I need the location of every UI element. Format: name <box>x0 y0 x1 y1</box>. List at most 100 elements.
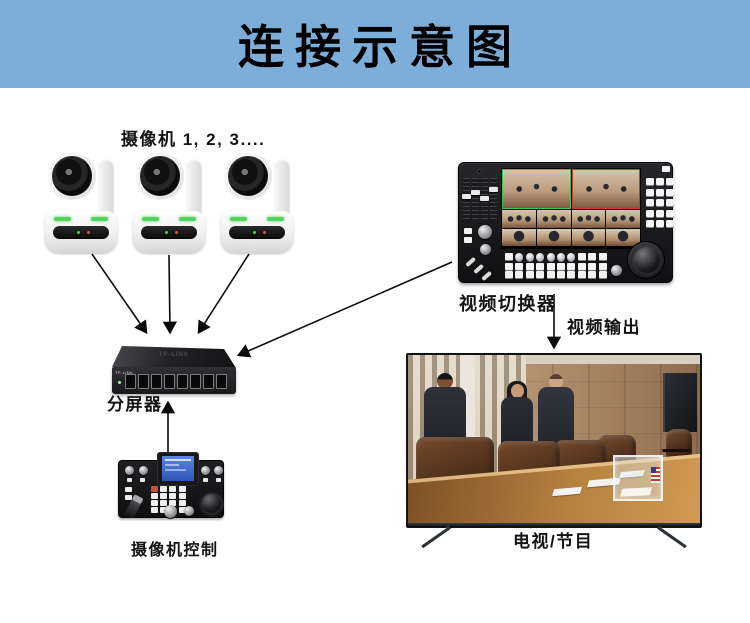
ethernet-port-icon <box>138 374 149 389</box>
person-head <box>549 374 563 389</box>
ballot-box <box>613 455 663 501</box>
multiview-row <box>502 210 640 228</box>
keypad-button <box>656 220 664 228</box>
switcher-small-button <box>662 166 670 172</box>
bus-button <box>567 271 576 279</box>
switcher-audio-section <box>462 168 499 281</box>
multiview-screen <box>501 168 641 249</box>
keypad-button <box>666 220 674 228</box>
controller-button <box>169 493 177 499</box>
camera-base <box>221 211 293 253</box>
controller-button <box>178 500 186 506</box>
controller-button <box>178 493 186 499</box>
keypad-button <box>656 188 664 196</box>
rotary-knob-icon <box>201 466 210 475</box>
keypad-button <box>656 209 664 217</box>
rotary-knob-icon <box>139 466 148 475</box>
wall-display <box>663 373 697 432</box>
controller-button <box>160 486 168 492</box>
ceiling-strip <box>408 355 700 364</box>
bus-button <box>536 271 545 279</box>
standby-led-icon <box>87 231 90 234</box>
camera-head <box>48 152 96 200</box>
rotary-knob-icon <box>164 505 177 518</box>
keypad-button <box>646 209 654 217</box>
standby-led-icon <box>175 231 178 234</box>
bus-button <box>546 253 555 261</box>
camera-head <box>136 152 184 200</box>
bus-button <box>598 271 607 279</box>
video-output-label: 视频输出 <box>567 318 641 337</box>
controller-lcd-housing <box>157 452 199 486</box>
bus-button <box>567 253 576 261</box>
person-head <box>511 384 524 398</box>
bus-button <box>505 271 513 279</box>
camera-led-right <box>179 217 196 221</box>
controller-button <box>169 500 177 506</box>
bus-button <box>556 271 565 279</box>
controller-small-button <box>216 478 221 482</box>
camera-status-panel <box>229 226 285 239</box>
controller-button <box>151 493 158 499</box>
ethernet-port-icon <box>164 374 175 389</box>
video-switcher-label: 视频切换器 <box>459 294 557 314</box>
bus-button <box>525 271 534 279</box>
bus-button <box>515 262 524 270</box>
lcd-text-line <box>165 469 186 471</box>
splitter-embossed-brand: TP-LINK <box>158 352 190 358</box>
power-led-icon <box>77 231 80 234</box>
keypad-button <box>666 209 674 217</box>
keypad-button <box>666 178 674 185</box>
camera-arm <box>185 158 202 224</box>
toggle-switch-icon <box>481 270 492 281</box>
controller-small-button <box>125 495 132 500</box>
ptz-camera <box>45 152 117 253</box>
controller-button <box>160 493 168 499</box>
camera-led-right <box>267 217 284 221</box>
rotary-knob-icon <box>480 244 491 255</box>
mic-hole-icon <box>477 169 482 174</box>
bus-button <box>525 253 534 261</box>
bus-button <box>598 253 607 260</box>
ballot-slip <box>620 487 652 497</box>
multiview-pane <box>571 229 606 246</box>
multiview-row <box>502 229 640 246</box>
bus-button <box>546 271 555 279</box>
lcd-text-line <box>165 459 191 461</box>
multiview-pane <box>536 210 571 228</box>
rotary-knob-icon <box>184 506 194 516</box>
keypad-button <box>656 199 664 207</box>
page-title: 连接示意图 <box>238 21 523 73</box>
multiview-pane <box>502 210 536 228</box>
ethernet-port-icon <box>216 374 227 389</box>
ptz-camera <box>133 152 205 253</box>
controller-button <box>178 507 186 513</box>
switcher-small-button <box>464 237 472 243</box>
controller-small-button <box>125 487 132 492</box>
controller-joystick <box>199 492 224 517</box>
controller-lcd-screen <box>162 456 194 481</box>
camera-arm <box>273 158 290 224</box>
toggle-switch-icon <box>465 256 476 267</box>
multiview-row <box>502 169 640 209</box>
bus-button <box>598 262 607 270</box>
toggle-switch-icon <box>473 263 484 274</box>
multiview-pane <box>502 169 571 209</box>
camera-arm <box>97 158 114 224</box>
power-led-icon <box>253 231 256 234</box>
camera-led-left <box>142 217 159 221</box>
ethernet-port-icon <box>125 374 136 389</box>
camera-lens-icon <box>228 156 268 196</box>
multiview-pane <box>606 229 640 246</box>
camera-lens-icon <box>140 156 180 196</box>
controller-button <box>151 486 158 492</box>
tv-label: 电视/节目 <box>513 532 594 551</box>
keypad-button <box>666 199 674 207</box>
controller-button <box>151 507 158 513</box>
fader-bank <box>462 178 498 222</box>
ptz-camera <box>221 152 293 253</box>
keypad-button <box>656 178 664 185</box>
splitter-top-face: TP-LINK <box>112 346 236 368</box>
bus-button <box>515 253 524 261</box>
